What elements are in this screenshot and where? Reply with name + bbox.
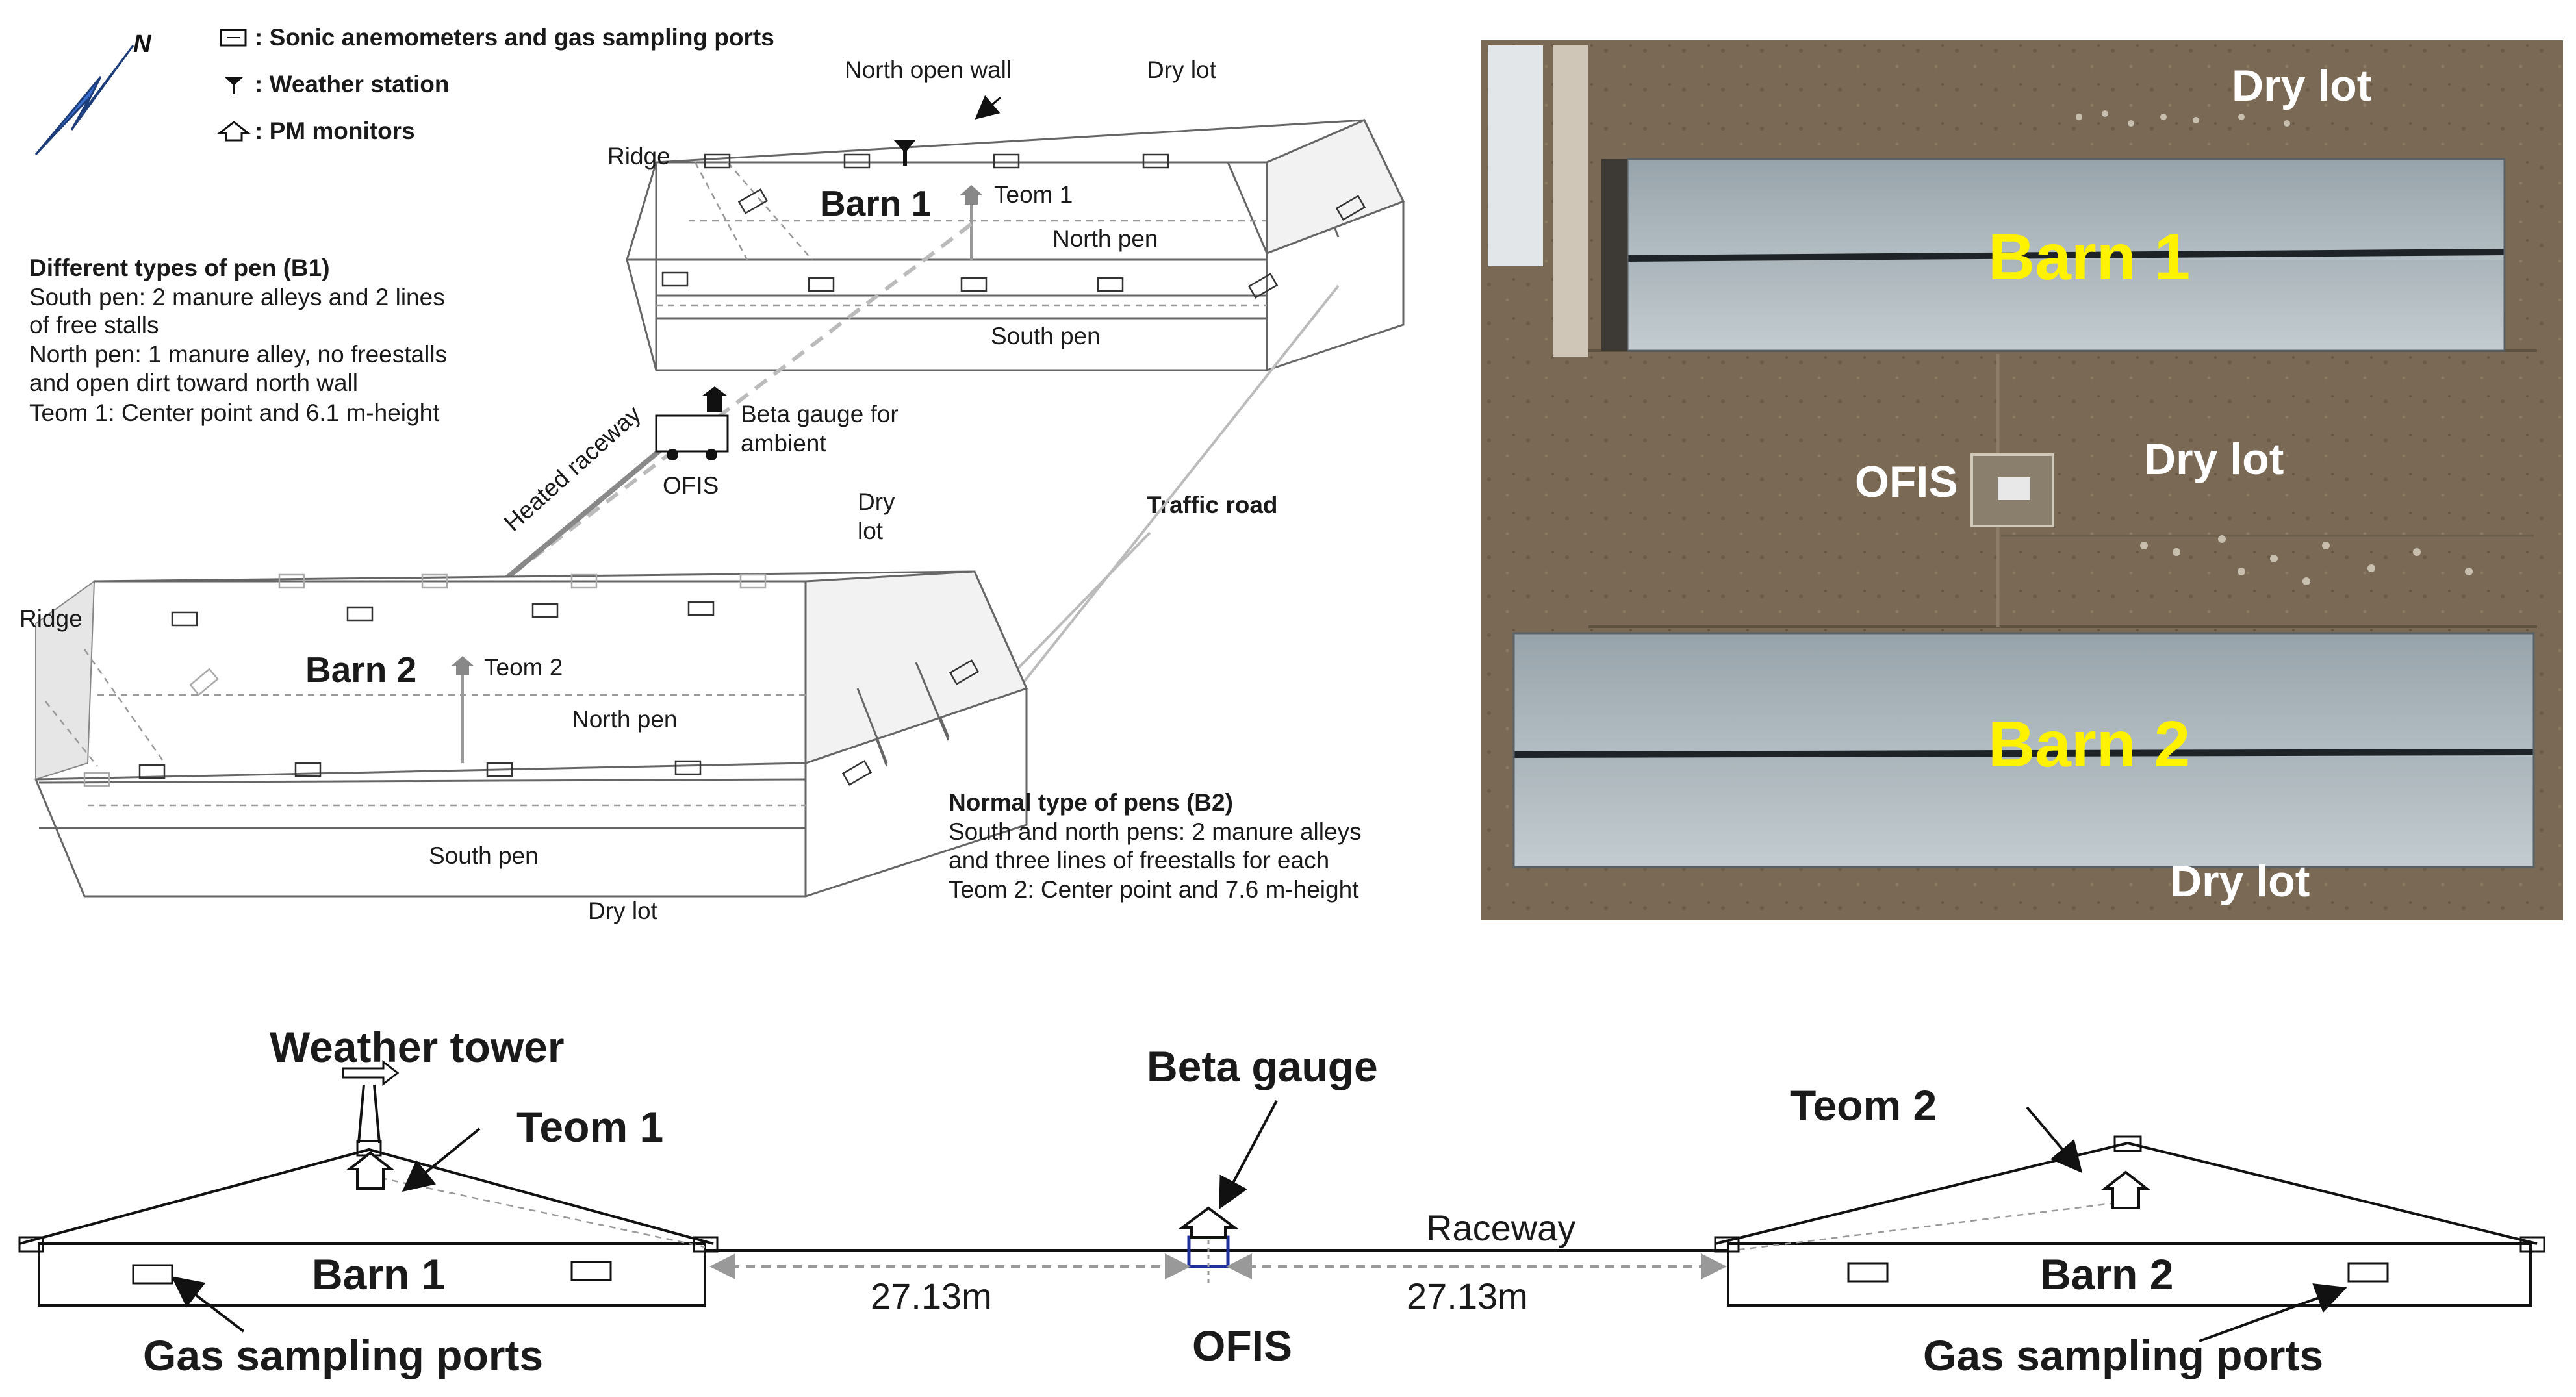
b2-line-1: South and north pens: 2 manure alleys: [949, 818, 1362, 845]
beta-gauge-icon: [702, 386, 728, 412]
b1-title: Different types of pen (B1): [29, 255, 330, 281]
b2-line-2: and three lines of freestalls for each: [949, 847, 1329, 874]
aerial-photo: Dry lot Barn 1 OFIS Dry lot Barn 2 Dry l…: [1481, 40, 2563, 920]
photo-barn1: Barn 1: [1988, 221, 2190, 294]
teom2-icon: [452, 656, 474, 675]
barn2-label: Barn 2: [305, 649, 416, 690]
compass-icon: [34, 45, 134, 156]
teom1-label: Teom 1: [994, 181, 1073, 208]
south-pen-b2-label: South pen: [429, 842, 539, 869]
distance-left-label: 27.13m: [871, 1276, 992, 1316]
photo-ofis: OFIS: [1855, 457, 1958, 507]
dry-lot-mid-line-1: Dry: [858, 488, 895, 515]
north-pen-b2-label: North pen: [572, 706, 678, 733]
pm-monitor-icon: [216, 121, 251, 142]
teom1-icon: [960, 185, 982, 205]
north-pen-b1-label: North pen: [1052, 225, 1158, 252]
ridge-b2-label: Ridge: [19, 605, 83, 632]
south-pen-b1-label: South pen: [991, 323, 1101, 349]
section-beta-gauge-icon: [1179, 1206, 1238, 1239]
weather-station-icon: [224, 77, 244, 94]
beta-gauge-label: Beta gauge: [1147, 1042, 1378, 1090]
photo-dry-lot-top: Dry lot: [2232, 61, 2371, 110]
legend: N : Sonic anemometers and gas sampling p…: [34, 24, 774, 156]
traffic-road-label: Traffic road: [1147, 492, 1278, 518]
dry-lot-top-label: Dry lot: [1147, 57, 1217, 83]
teom1-monitor-icon: [346, 1151, 395, 1190]
photo-barn2: Barn 2: [1988, 708, 2190, 781]
barn1-perspective: North open wall Dry lot Ridge Barn 1 Teo…: [607, 57, 1405, 371]
gas-ports-left-label: Gas sampling ports: [143, 1331, 543, 1379]
dry-lot-bottom-label: Dry lot: [588, 898, 658, 924]
section-teom1-label: Teom 1: [516, 1103, 663, 1151]
section-ofis-label: OFIS: [1192, 1322, 1292, 1370]
legend-weather-label: : Weather station: [255, 71, 449, 97]
section-barn2-label: Barn 2: [2040, 1250, 2173, 1298]
teom2-label: Teom 2: [484, 654, 563, 681]
teom2-monitor-icon: [2101, 1170, 2150, 1209]
b2-line-3: Teom 2: Center point and 7.6 m-height: [949, 876, 1359, 903]
cross-section: Weather tower Teom 1 Barn 1 Gas sampling…: [18, 1023, 2545, 1379]
section-teom2-label: Teom 2: [1790, 1081, 1937, 1129]
dry-lot-mid-line-2: lot: [858, 518, 884, 544]
beta-ambient-line-2: ambient: [741, 430, 826, 457]
b1-line-2: of free stalls: [29, 312, 159, 338]
beta-ambient-line-1: Beta gauge for: [741, 401, 899, 427]
raceway-label: Raceway: [1426, 1207, 1575, 1248]
b1-line-3: North pen: 1 manure alley, no freestalls: [29, 341, 447, 368]
heated-raceway-label: Heated raceway: [499, 400, 646, 536]
legend-pm-label: : PM monitors: [255, 118, 415, 144]
weather-tower-label: Weather tower: [270, 1023, 565, 1071]
ridge-b1-label: Ridge: [607, 143, 670, 170]
b1-line-4: and open dirt toward north wall: [29, 370, 358, 396]
section-barn1-label: Barn 1: [312, 1250, 445, 1298]
distance-right-label: 27.13m: [1407, 1276, 1528, 1316]
barn1-label: Barn 1: [820, 183, 931, 223]
sonic-port-icon: [220, 29, 247, 47]
b1-description: Different types of pen (B1) South pen: 2…: [29, 255, 447, 426]
legend-sonic-label: : Sonic anemometers and gas sampling por…: [255, 24, 774, 51]
weather-station-icon: [893, 140, 916, 166]
b2-title: Normal type of pens (B2): [949, 789, 1233, 816]
north-open-wall-label: North open wall: [845, 57, 1012, 83]
photo-dry-lot-mid: Dry lot: [2144, 434, 2284, 484]
ofis-persp-label: OFIS: [663, 472, 719, 499]
north-label: N: [133, 31, 152, 58]
b2-description: Normal type of pens (B2) South and north…: [949, 789, 1362, 903]
barn2-perspective: Ridge Barn 2 Teom 2 North pen South pen …: [19, 570, 1028, 924]
gas-ports-right-label: Gas sampling ports: [1923, 1331, 2323, 1379]
weather-tower-icon: [342, 1059, 400, 1087]
b1-line-5: Teom 1: Center point and 6.1 m-height: [29, 399, 440, 426]
b1-line-1: South pen: 2 manure alleys and 2 lines: [29, 284, 445, 310]
photo-dry-lot-bottom: Dry lot: [2170, 857, 2310, 906]
